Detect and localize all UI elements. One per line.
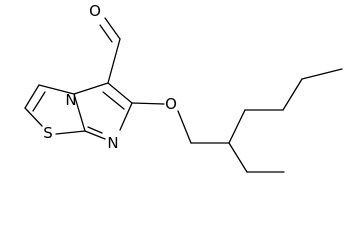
bond-c5-n4 xyxy=(73,82,109,95)
bond-chain-3-4 xyxy=(301,68,343,80)
nitrogen-label-bridgehead: N xyxy=(65,91,76,109)
bond-n7-c7a-a xyxy=(84,130,106,140)
bond-aldehyde-co-b xyxy=(99,24,113,43)
bond-n7-c7a-b xyxy=(87,126,103,134)
bond-c2-s1 xyxy=(24,107,43,127)
oxygen-label-aldehyde: O xyxy=(89,2,101,20)
bond-aldehyde-co-a xyxy=(104,17,121,40)
oxygen-label-ether: O xyxy=(165,95,177,113)
nitrogen-label-imidazole: N xyxy=(107,134,118,152)
bond-aldehyde-c-c5 xyxy=(107,38,121,84)
chemical-structure-diagram: O N N S O xyxy=(24,2,343,173)
bond-c3-c2-b xyxy=(32,91,46,112)
bond-c7a-n4 xyxy=(73,93,86,132)
bond-ch-ethyl-1 xyxy=(228,142,248,173)
bond-c6-o-ether xyxy=(131,102,165,105)
sulfur-label: S xyxy=(43,124,53,142)
atom-labels: O N N S O xyxy=(43,2,177,152)
bond-n4-c3 xyxy=(38,84,75,95)
bond-chain-2-3 xyxy=(282,78,303,111)
bond-c3-c2-a xyxy=(24,84,40,109)
bond-s1-c7a xyxy=(55,130,86,135)
bond-c5-c6-a xyxy=(107,82,133,104)
bond-ch-chain-1 xyxy=(228,109,246,144)
bonds xyxy=(24,17,343,173)
bond-c5-c6-b xyxy=(102,91,125,110)
bond-c6-n7 xyxy=(119,102,133,131)
bond-o-ch2 xyxy=(177,110,192,144)
